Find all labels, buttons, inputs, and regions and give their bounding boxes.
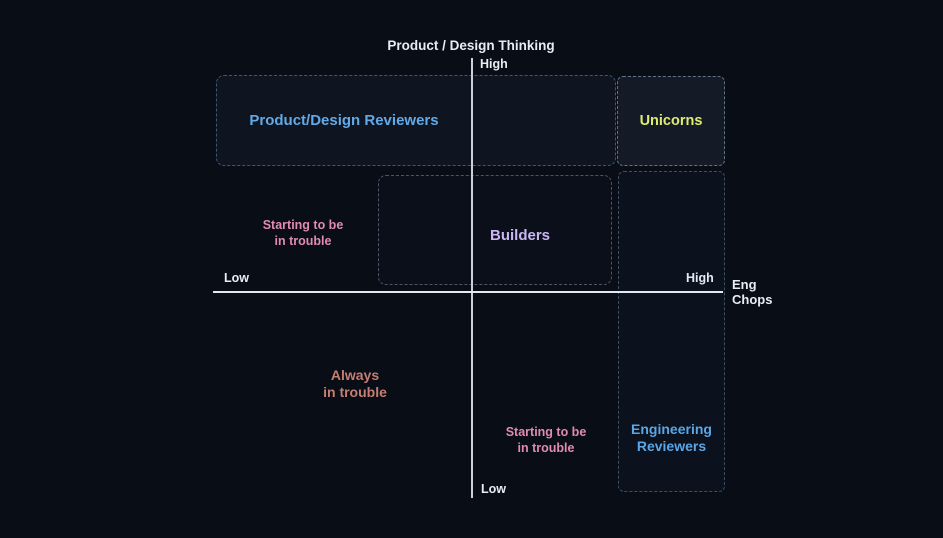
label-product-design-reviewers: Product/Design Reviewers xyxy=(249,112,439,129)
x-axis-low-label: Low xyxy=(224,271,249,285)
y-axis-line xyxy=(471,58,473,498)
box-engineering-reviewers xyxy=(618,171,725,492)
x-axis-line xyxy=(213,291,723,293)
annotation-starting-trouble-left: Starting to be in trouble xyxy=(262,218,344,248)
y-axis-title: Product / Design Thinking xyxy=(387,38,555,53)
box-builders xyxy=(378,175,612,285)
annotation-starting-trouble-bottom: Starting to be in trouble xyxy=(505,425,587,455)
label-engineering-reviewers: Engineering Reviewers xyxy=(631,421,712,454)
label-unicorns: Unicorns xyxy=(639,113,703,129)
y-axis-high-label: High xyxy=(480,57,508,71)
annotation-always-in-trouble: Always in trouble xyxy=(323,367,387,400)
x-axis-high-label: High xyxy=(686,271,714,285)
box-product-design-reviewers xyxy=(216,75,616,166)
label-builders: Builders xyxy=(489,226,550,244)
y-axis-low-label: Low xyxy=(481,482,506,496)
box-unicorns xyxy=(617,76,725,166)
x-axis-title: Eng Chops xyxy=(732,277,773,307)
